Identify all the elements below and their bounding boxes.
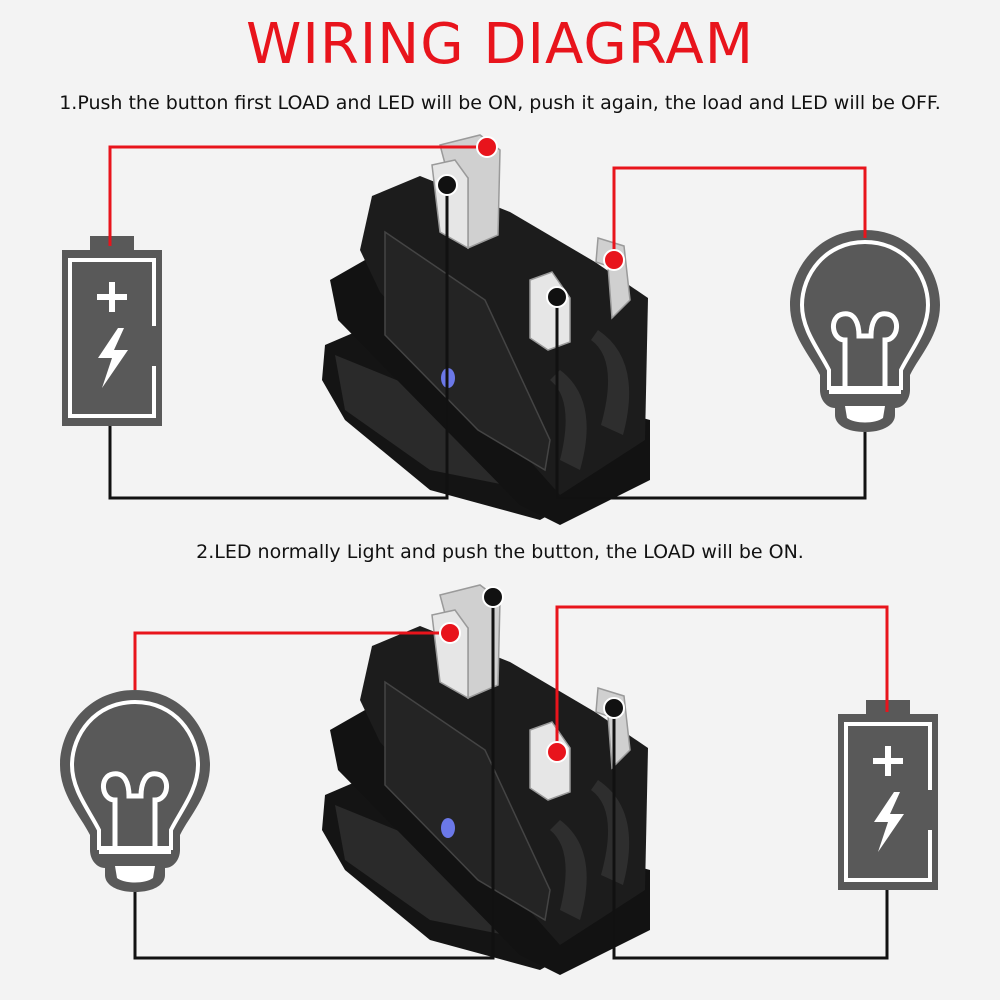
rocker-switch-1 <box>321 134 651 526</box>
diagram-1 <box>62 134 940 526</box>
terminal-dot-red <box>603 249 625 271</box>
positive-wire <box>133 631 450 690</box>
positive-wire <box>108 145 487 246</box>
terminal-dot-black <box>436 174 458 196</box>
negative-wire <box>108 185 449 500</box>
terminal-dot-red <box>476 136 498 158</box>
caption-step-2: 2.LED normally Light and push the button… <box>196 541 804 563</box>
negative-wire <box>555 297 867 500</box>
terminal-dot-black <box>546 286 568 308</box>
positive-wire <box>555 605 889 752</box>
rocker-switch-2 <box>321 584 651 976</box>
positive-wire <box>612 166 867 260</box>
light-bulb-icon <box>790 230 940 432</box>
battery-icon <box>62 236 162 426</box>
page-title: WIRING DIAGRAM <box>245 12 755 77</box>
terminal-dot-black <box>603 697 625 719</box>
terminal-dot-black <box>482 586 504 608</box>
negative-wire <box>133 597 495 960</box>
terminal-dot-red <box>439 622 461 644</box>
diagram-2 <box>60 584 938 976</box>
battery-icon <box>838 700 938 890</box>
negative-wire <box>612 708 889 960</box>
terminal-dot-red <box>546 741 568 763</box>
light-bulb-icon <box>60 690 210 892</box>
caption-step-1: 1.Push the button first LOAD and LED wil… <box>59 92 941 114</box>
